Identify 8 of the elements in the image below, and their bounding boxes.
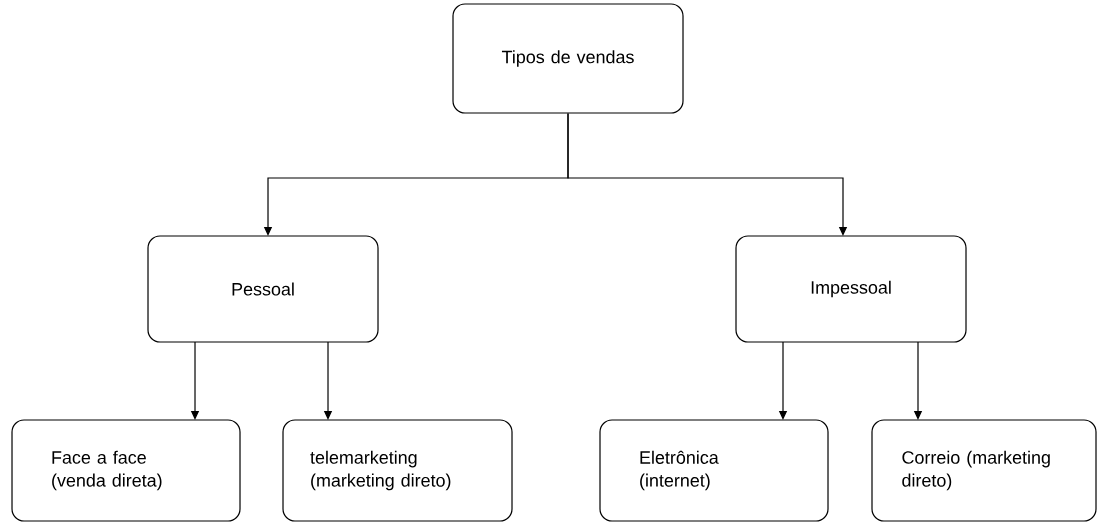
process-box: telemarketing (marketing direto) bbox=[282, 419, 513, 522]
process-box: Tipos de vendas bbox=[452, 3, 684, 114]
process-box: Eletrônica (internet) bbox=[599, 419, 829, 522]
process-box: Correio (marketing direto) bbox=[871, 419, 1097, 522]
process-box: Pessoal bbox=[147, 235, 379, 343]
process-box: Face a face (venda direta) bbox=[11, 419, 241, 522]
arrow bbox=[567, 113, 848, 236]
process-box: Impessoal bbox=[735, 235, 967, 343]
